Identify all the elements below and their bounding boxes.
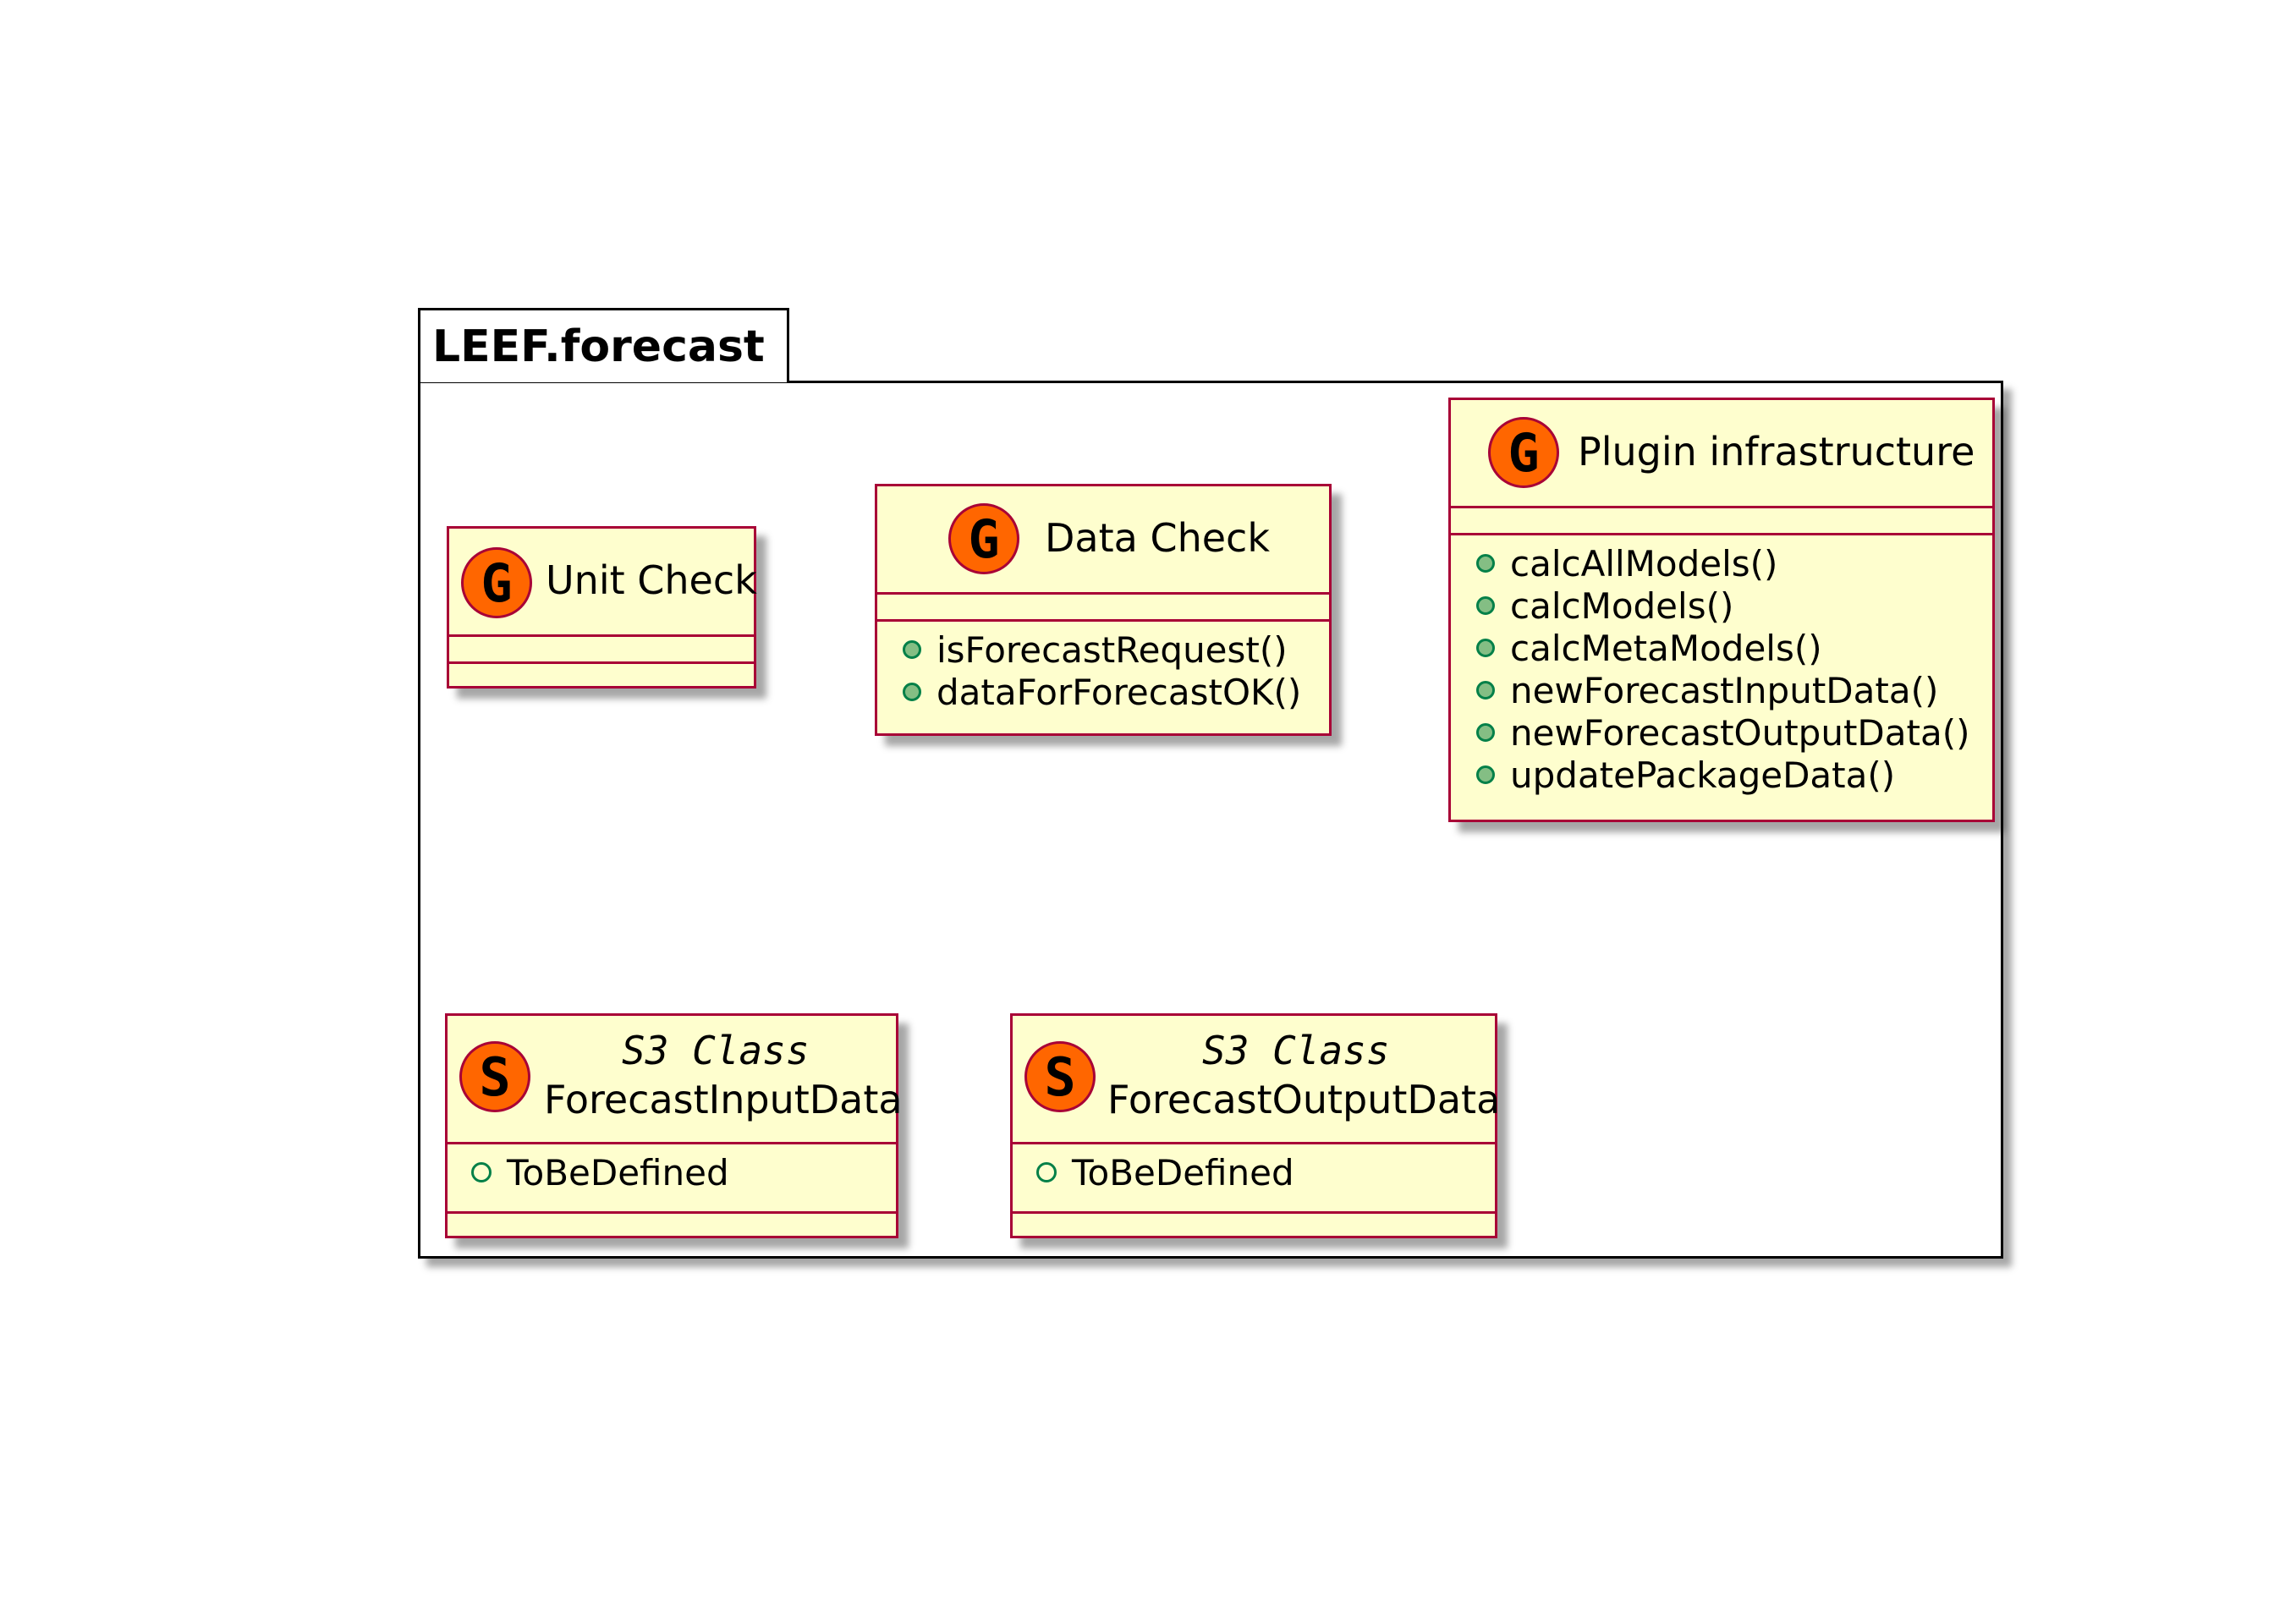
method-item[interactable]: updatePackageData() [1476,754,1992,796]
g-stereotype-icon: G [1488,417,1559,488]
method-item[interactable]: calcMetaModels() [1476,627,1992,669]
public-field-icon [471,1162,492,1182]
public-method-icon [1476,723,1495,742]
attributes-compartment [877,595,1329,622]
package-name: LEEF.forecast [432,321,765,372]
public-method-icon [1476,765,1495,784]
class-name: Plugin infrastructure [1578,429,1975,475]
methods-compartment [1013,1214,1495,1236]
field-item[interactable]: ToBeDefined [471,1151,896,1193]
method-item[interactable]: isForecastRequest() [903,628,1329,671]
field-label: ToBeDefined [507,1151,729,1193]
class-stereotype: S3 Class [622,1028,810,1073]
public-method-icon [903,640,921,659]
method-label: newForecastInputData() [1510,669,1939,711]
attributes-compartment: ToBeDefined [1013,1144,1495,1214]
attributes-compartment: ToBeDefined [448,1144,896,1214]
g-stereotype-icon: G [948,503,1019,574]
class-name: ForecastOutputData [1107,1077,1501,1122]
class-forecast-output-data[interactable]: S S3 Class ForecastOutputData ToBeDefine… [1010,1013,1500,1238]
method-item[interactable]: newForecastInputData() [1476,669,1992,711]
method-item[interactable]: calcAllModels() [1476,542,1992,584]
class-plugin-infrastructure[interactable]: G Plugin infrastructure calcAllModels() … [1448,398,1995,822]
package-tab: LEEF.forecast [418,308,789,382]
g-stereotype-icon: G [461,547,532,618]
field-label: ToBeDefined [1072,1151,1294,1193]
class-header: G Plugin infrastructure [1451,400,1992,508]
class-name: ForecastInputData [544,1077,903,1122]
method-label: updatePackageData() [1510,754,1896,796]
public-method-icon [1476,681,1495,700]
class-data-check[interactable]: G Data Check isForecastRequest() dataFor… [875,484,1332,736]
s-stereotype-icon: S [459,1041,530,1112]
attributes-compartment [1451,508,1992,535]
class-name: Unit Check [546,557,757,603]
public-field-icon [1036,1162,1057,1182]
class-unit-check[interactable]: G Unit Check [447,526,757,689]
attributes-compartment [449,637,754,664]
class-header: S S3 Class ForecastInputData [448,1016,903,1144]
class-stereotype: S3 Class [1202,1028,1390,1073]
method-label: calcAllModels() [1510,542,1778,584]
method-label: isForecastRequest() [937,628,1288,671]
method-label: calcModels() [1510,584,1734,627]
methods-compartment [448,1214,896,1236]
class-header: G Unit Check [449,529,757,637]
class-name: Data Check [1045,515,1270,561]
public-method-icon [1476,554,1495,573]
method-label: calcMetaModels() [1510,627,1822,669]
s-stereotype-icon: S [1024,1041,1096,1112]
class-forecast-input-data[interactable]: S S3 Class ForecastInputData ToBeDefined [445,1013,903,1238]
methods-compartment [449,664,754,686]
method-item[interactable]: dataForForecastOK() [903,671,1329,713]
public-method-icon [903,683,921,701]
method-item[interactable]: calcModels() [1476,584,1992,627]
field-item[interactable]: ToBeDefined [1036,1151,1495,1193]
method-label: dataForForecastOK() [937,671,1302,713]
method-label: newForecastOutputData() [1510,711,1970,754]
method-item[interactable]: newForecastOutputData() [1476,711,1992,754]
public-method-icon [1476,596,1495,615]
methods-compartment: calcAllModels() calcModels() calcMetaMod… [1451,535,1992,796]
class-header: S S3 Class ForecastOutputData [1013,1016,1500,1144]
public-method-icon [1476,639,1495,657]
class-header: G Data Check [877,486,1329,595]
methods-compartment: isForecastRequest() dataForForecastOK() [877,622,1329,713]
